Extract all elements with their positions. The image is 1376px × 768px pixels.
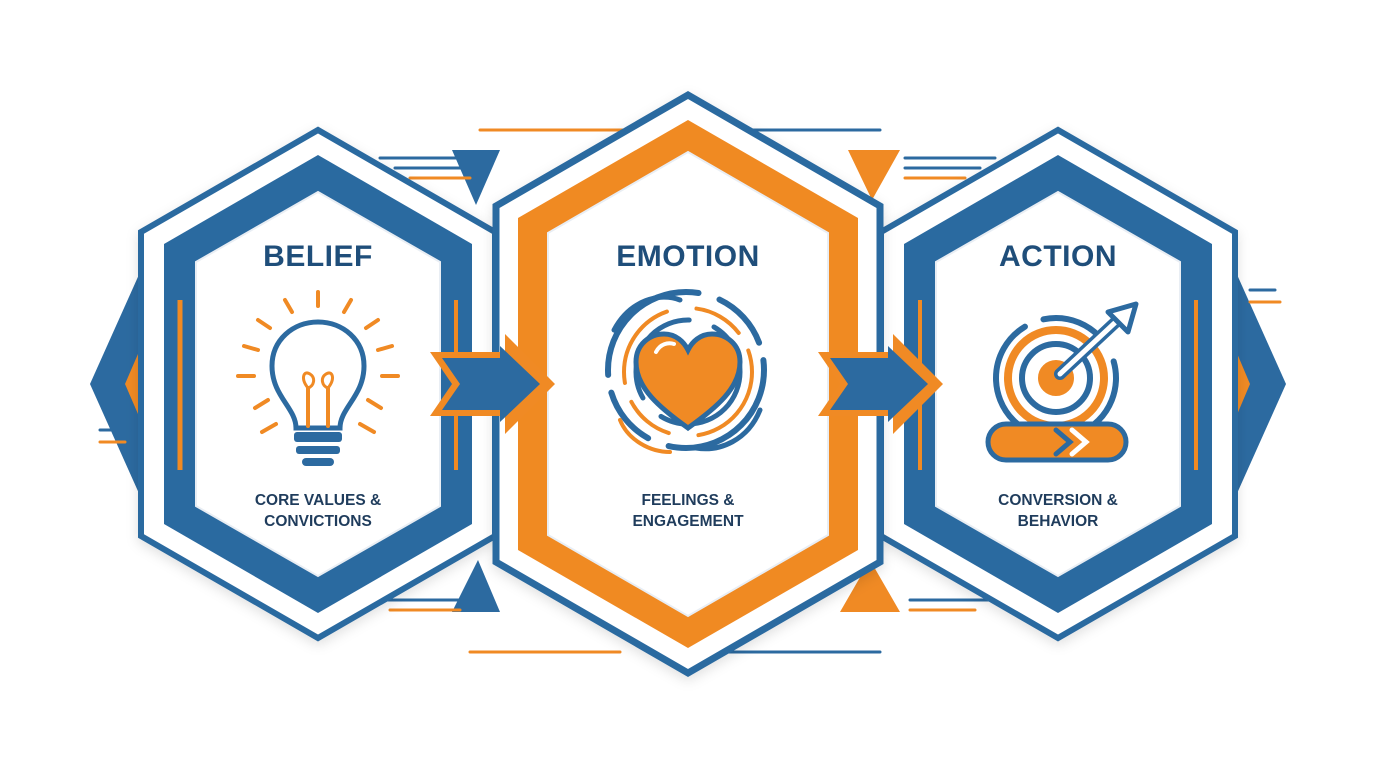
triangle-top-left — [452, 150, 500, 205]
target-arrow-icon — [985, 301, 1139, 463]
arrow-right-icon — [430, 334, 555, 434]
stage-desc-line: CONVICTIONS — [264, 513, 372, 530]
triangle-top-right — [848, 150, 900, 200]
stage-desc-belief: CORE VALUES & CONVICTIONS — [218, 490, 418, 532]
stage-desc-line: CONVERSION & — [998, 492, 1118, 509]
stage-title-action: ACTION — [999, 240, 1117, 273]
arrow-right-icon — [818, 334, 943, 434]
heart-icon — [605, 289, 767, 454]
triangle-bottom-left — [452, 560, 500, 612]
stage-title-emotion: EMOTION — [616, 240, 760, 273]
stage-desc-line: BEHAVIOR — [1017, 513, 1099, 530]
stage-desc-line: ENGAGEMENT — [632, 513, 744, 530]
stage-desc-action: CONVERSION & BEHAVIOR — [958, 490, 1158, 532]
lightbulb-icon — [236, 290, 400, 466]
stage-desc-line: CORE VALUES & — [254, 492, 382, 509]
stage-title-belief: BELIEF — [263, 240, 373, 273]
triangle-bottom-right — [840, 560, 900, 612]
stage-desc-line: FEELINGS & — [641, 492, 735, 509]
stage-desc-emotion: FEELINGS & ENGAGEMENT — [588, 490, 788, 532]
